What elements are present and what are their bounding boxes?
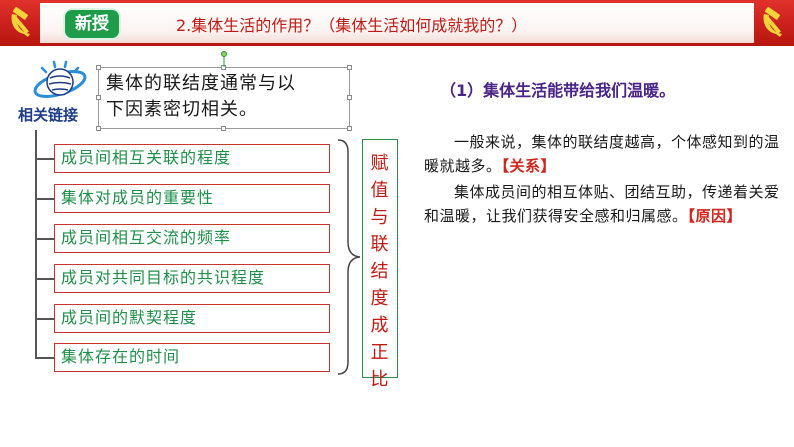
vertical-char: 联: [370, 234, 389, 255]
right-brace-icon: [337, 139, 361, 375]
factor-item: 成员对共同目标的共识程度: [54, 264, 330, 293]
header-inner: [40, 3, 754, 43]
tree-branch-line: [35, 278, 54, 280]
vertical-char: 度: [370, 288, 389, 309]
tree-branch-line: [35, 357, 54, 359]
globe-ring-icon: [33, 60, 87, 98]
resize-handle[interactable]: [347, 126, 352, 131]
tree-branch-line: [35, 238, 54, 240]
hammer-sickle-icon: [11, 6, 30, 37]
factor-item: 集体存在的时间: [54, 343, 330, 372]
rotate-handle-icon[interactable]: [219, 51, 229, 67]
vertical-char: 比: [370, 369, 389, 390]
vertical-note-box: 赋 值 与 联 结 度 成 正 比: [362, 139, 398, 390]
tag-reason: 【原因】: [687, 207, 743, 225]
subheading: （1）集体生活能带给我们温暖。: [440, 81, 676, 100]
hammer-sickle-icon: [763, 6, 782, 37]
vertical-char: 与: [370, 207, 389, 228]
tree-branch-line: [35, 318, 54, 320]
factor-item: 成员间相互关联的程度: [54, 144, 330, 173]
tree-branch-line: [35, 198, 54, 200]
tag-relation: 【关系】: [501, 157, 557, 175]
vertical-char: 成: [370, 315, 389, 336]
related-link-label: 相关链接: [18, 106, 79, 124]
intro-line: 下因素密切相关。: [106, 99, 258, 120]
vertical-note: 赋 值 与 联 结 度 成 正 比: [363, 150, 396, 393]
factor-item: 集体对成员的重要性: [54, 184, 330, 213]
factor-item: 成员间的默契程度: [54, 304, 330, 333]
section-badge: 新授: [63, 8, 121, 40]
resize-handle[interactable]: [221, 126, 226, 131]
vertical-char: 赋: [370, 153, 389, 174]
resize-handle[interactable]: [96, 126, 101, 131]
paragraph-text: 集体成员间的相互体贴、团结互助，传递着关爱和温暖，让我们获得安全感和归属感。: [424, 183, 780, 225]
resize-handle[interactable]: [96, 95, 101, 100]
resize-handle[interactable]: [96, 65, 101, 70]
intro-line: 集体的联结度通常与以: [106, 73, 296, 94]
vertical-char: 结: [370, 261, 389, 282]
paragraph-relation: 一般来说，集体的联结度越高，个体感知到的温暖就越多。【关系】: [424, 130, 786, 178]
resize-handle[interactable]: [347, 65, 352, 70]
paragraph-text: 一般来说，集体的联结度越高，个体感知到的温暖就越多。: [424, 133, 780, 175]
intro-text: 集体的联结度通常与以 下因素密切相关。: [106, 71, 350, 123]
header-band: [0, 0, 794, 46]
factor-item: 成员间相互交流的频率: [54, 224, 330, 253]
tree-trunk-line: [35, 130, 37, 358]
tree-branch-line: [35, 158, 54, 160]
section-title: 2.集体生活的作用？（集体生活如何成就我的？）: [176, 16, 528, 35]
vertical-char: 正: [370, 342, 389, 363]
vertical-char: 值: [370, 180, 389, 201]
paragraph-reason: 集体成员间的相互体贴、团结互助，传递着关爱和温暖，让我们获得安全感和归属感。【原…: [424, 180, 786, 228]
resize-handle[interactable]: [347, 95, 352, 100]
